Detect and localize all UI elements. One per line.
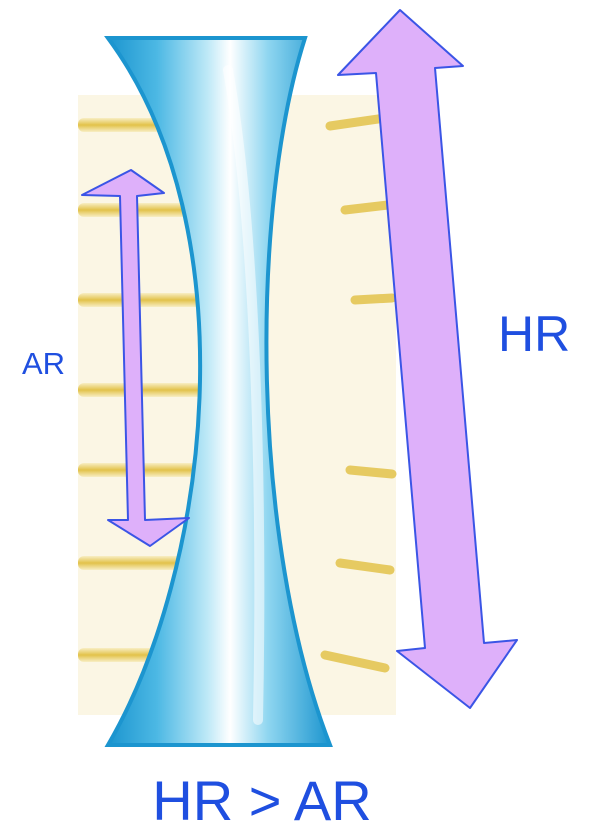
light-ray-out [350, 470, 392, 474]
light-ray-out [355, 298, 392, 300]
comparison-label: HR > AR [152, 769, 371, 832]
ar-label: AR [22, 346, 65, 381]
hr-label: HR [498, 306, 570, 362]
light-ray-out [345, 205, 388, 210]
